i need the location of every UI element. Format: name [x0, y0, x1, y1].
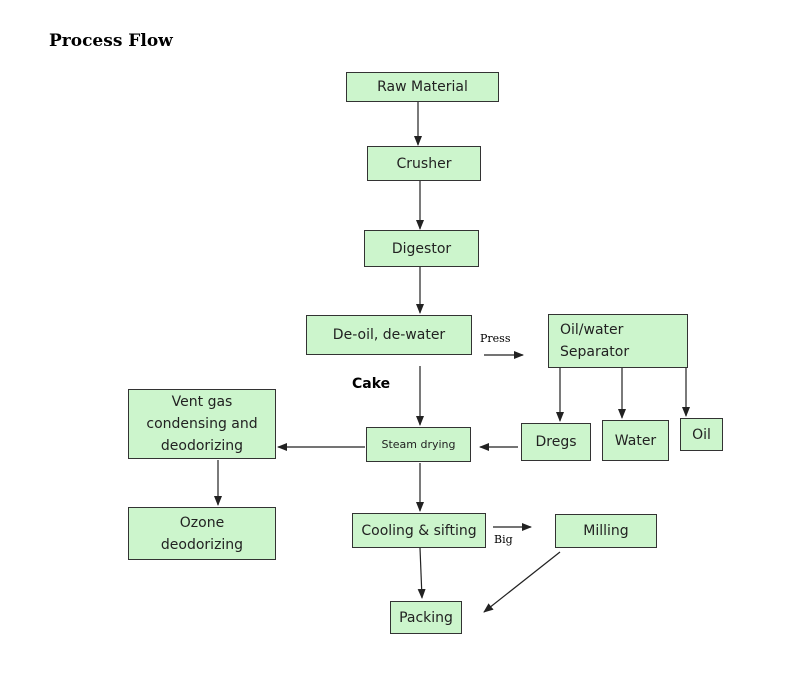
node-oil-water-separator: Oil/water Separator: [548, 314, 688, 368]
node-milling: Milling: [555, 514, 657, 548]
label-big: Big: [494, 533, 513, 546]
label-cake: Cake: [352, 376, 391, 392]
node-dregs: Dregs: [521, 423, 591, 461]
node-digestor: Digestor: [364, 230, 479, 267]
label-press: Press: [480, 332, 511, 345]
node-oil: Oil: [680, 418, 723, 451]
node-cooling-sifting: Cooling & sifting: [352, 513, 486, 548]
page-title: Process Flow: [49, 31, 173, 51]
node-deoil-dewater: De-oil, de-water: [306, 315, 472, 355]
node-steam-drying: Steam drying: [366, 427, 471, 462]
node-ozone: Ozone deodorizing: [128, 507, 276, 560]
node-packing: Packing: [390, 601, 462, 634]
node-vent-gas: Vent gas condensing and deodorizing: [128, 389, 276, 459]
arrow-cooling-to-packing: [417, 547, 426, 599]
node-water: Water: [602, 420, 669, 461]
node-crusher: Crusher: [367, 146, 481, 181]
node-raw-material: Raw Material: [346, 72, 499, 102]
arrow-milling-to-packing: [483, 551, 561, 613]
